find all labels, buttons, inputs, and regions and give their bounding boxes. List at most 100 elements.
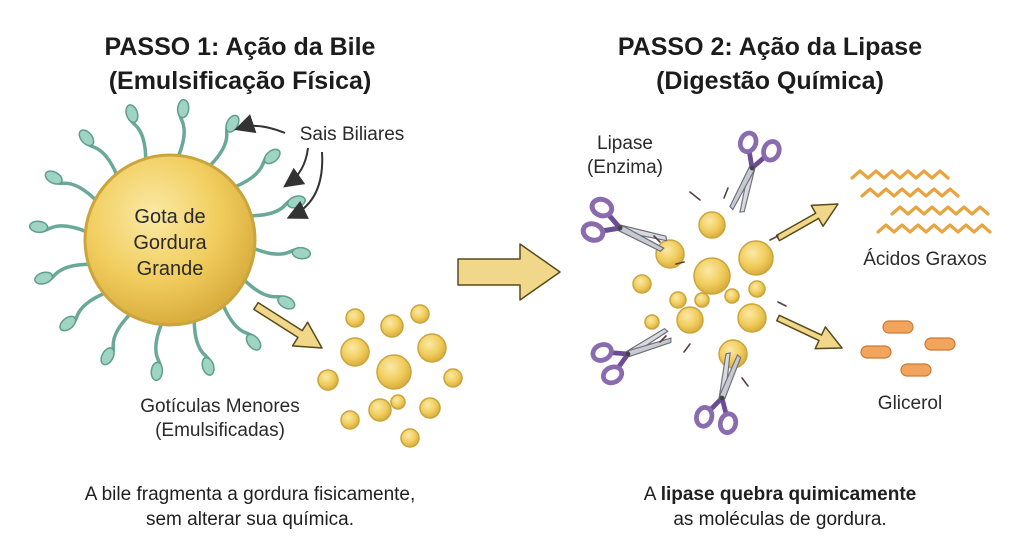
- scissors-pivot: [617, 225, 623, 231]
- bile-salt-molecule: [28, 220, 89, 234]
- fat-droplet: [694, 292, 710, 308]
- fat-drop-label-line2: Gordura: [133, 232, 207, 254]
- step1-caption-line2: sem alterar sua química.: [145, 509, 355, 530]
- bile-salt-head: [34, 271, 54, 285]
- fat-droplet: [698, 211, 726, 239]
- fatty-acid-chain: [890, 205, 990, 216]
- droplets-label: Gotículas Menores (Emulsificadas): [110, 395, 330, 443]
- step2-title-line1: PASSO 2: Ação da Lipase: [617, 33, 923, 61]
- fat-droplet: [655, 239, 685, 269]
- bile-salt-head: [59, 315, 77, 332]
- fat-droplet: [368, 398, 392, 422]
- lipase-label-line1: Lipase: [597, 133, 653, 154]
- fat-droplet: [443, 368, 463, 388]
- lipase-label: Lipase (Enzima): [570, 132, 680, 180]
- step2-caption: A lipase quebra quimicamente as molécula…: [570, 482, 990, 532]
- cut-burst-mark: [683, 343, 691, 353]
- small-droplets: [317, 304, 463, 448]
- bile-salt-molecule: [176, 98, 190, 159]
- bile-salt-molecule: [221, 303, 262, 351]
- lipase-scissors: [580, 130, 787, 435]
- bile-salt-molecule: [78, 129, 119, 177]
- fat-droplet: [340, 410, 360, 430]
- bile-pointer-arrows: [234, 114, 324, 219]
- fat-droplet: [419, 397, 441, 419]
- bile-salt-molecule: [150, 321, 164, 382]
- fat-droplet: [390, 394, 406, 410]
- scissors-ring: [589, 196, 615, 219]
- cut-burst-mark: [741, 377, 749, 387]
- fat-droplet: [644, 314, 660, 330]
- bile-salt-molecule: [34, 262, 92, 285]
- scissors-ring: [694, 405, 715, 429]
- fat-droplet: [410, 304, 430, 324]
- large-fat-drop: [83, 153, 257, 327]
- fat-drop-label-line1: Gota de: [134, 206, 206, 228]
- step1-caption-line1: A bile fragmenta a gordura fisicamente,: [84, 484, 416, 505]
- emulsify-arrow: [253, 301, 323, 349]
- lipase-label-line2: (Enzima): [586, 157, 663, 178]
- bile-salt-molecule: [100, 312, 133, 366]
- bile-salt-head: [245, 333, 262, 351]
- cut-burst-mark: [675, 261, 685, 265]
- bile-pointer-arrow: [286, 151, 324, 219]
- step1-title-line2: (Emulsificação Física): [108, 67, 372, 95]
- bile-salts-label: Sais Biliares: [299, 124, 405, 145]
- fat-drop-label-line3: Grande: [136, 258, 204, 280]
- droplets-label-line1: Gotículas Menores: [140, 396, 300, 417]
- bile-salt-head: [263, 148, 281, 165]
- bile-salt-molecule: [207, 114, 240, 168]
- bile-salt-head: [78, 129, 95, 147]
- scissors-ring: [737, 130, 759, 155]
- scissors-ring: [761, 139, 782, 163]
- cut-burst-mark: [723, 187, 729, 199]
- glycerol-capsule: [860, 345, 892, 359]
- cut-burst-marks: [653, 187, 787, 387]
- scissors-ring: [600, 364, 625, 386]
- bile-salt-molecule: [233, 148, 281, 189]
- fat-drop-label: Gota de Gordura Grande: [110, 204, 230, 282]
- step2-caption-line2: as moléculas de gordura.: [673, 509, 887, 530]
- scissors-ring: [590, 342, 614, 363]
- fat-droplet: [376, 354, 412, 390]
- step2-caption-bold: lipase quebra quimicamente: [660, 484, 917, 505]
- step1-caption: A bile fragmenta a gordura fisicamente, …: [30, 482, 470, 532]
- bile-pointer-arrow: [283, 147, 309, 188]
- glycerol-label: Glicerol: [877, 393, 943, 414]
- scissors-icon: [729, 130, 782, 213]
- lipase-fat-droplets: [632, 211, 774, 369]
- step2-title-line2: (Digestão Química): [656, 67, 884, 95]
- cut-burst-mark: [777, 301, 787, 307]
- step2-caption-prefix: A: [643, 484, 661, 505]
- scissors-icon: [590, 327, 672, 386]
- fat-droplet: [738, 240, 774, 276]
- fat-droplet: [632, 274, 652, 294]
- fat-droplet: [400, 428, 420, 448]
- fatty-acid-chain: [876, 223, 992, 234]
- bile-salt-head: [28, 220, 49, 234]
- fat-droplet: [748, 280, 766, 298]
- fat-droplet: [417, 333, 447, 363]
- cut-burst-mark: [769, 235, 779, 241]
- step1-title-line1: PASSO 1: Ação da Bile: [104, 33, 376, 61]
- main-step-arrow: [457, 243, 561, 301]
- cut-burst-mark: [689, 191, 701, 201]
- bile-salt-molecule: [192, 318, 215, 376]
- bile-salt-head: [150, 361, 164, 382]
- fat-droplet: [669, 291, 687, 309]
- scissors-icon: [694, 352, 742, 435]
- glycerol-capsule: [924, 337, 956, 351]
- glycerol-capsule: [900, 363, 932, 377]
- step2-title: PASSO 2: Ação da Lipase (Digestão Químic…: [580, 30, 960, 98]
- bile-salt-molecule: [44, 170, 98, 203]
- bile-salts: [28, 98, 312, 382]
- bile-salt-head: [277, 295, 296, 310]
- fatty-acid-chain: [850, 169, 950, 180]
- flow-arrows: [253, 203, 843, 350]
- bile-salt-head: [176, 98, 190, 119]
- scissors-pivot: [719, 395, 725, 401]
- fat-droplet: [340, 337, 370, 367]
- bile-salt-head: [201, 356, 215, 376]
